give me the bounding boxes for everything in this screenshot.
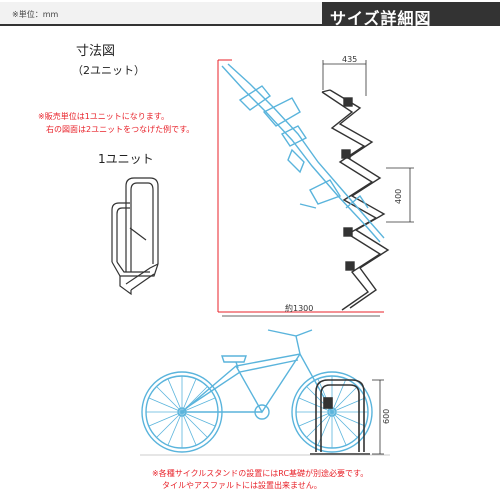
one-unit-label: 1ユニット xyxy=(98,152,154,166)
dimension-title: 寸法図 xyxy=(76,44,116,59)
installation-warning-line1: ※各種サイクルスタンドの設置にはRC基礎が別途必要です。 xyxy=(152,469,369,478)
dimension-frame xyxy=(217,59,384,313)
dimension-length-bottom: 約1300 xyxy=(285,304,314,313)
header-background xyxy=(0,2,500,26)
unit-label: ※単位：mm xyxy=(12,10,59,19)
installation-warning-line2: タイルやアスファルトには設置出来ません。 xyxy=(162,481,322,490)
sales-note-line2: 右の図面は2ユニットをつなげた例です。 xyxy=(46,125,195,134)
dimension-height-right: 400 xyxy=(394,188,403,204)
zigzag-rack-top-view xyxy=(321,89,390,311)
dimension-height-side: 600 xyxy=(382,408,391,424)
dimension-subtitle: （2ユニット） xyxy=(72,64,145,77)
page-title: サイズ詳細図 xyxy=(330,9,432,28)
installation-warning: ※各種サイクルスタンドの設置にはRC基礎が別途必要です。 タイルやアスファルトに… xyxy=(152,468,368,492)
dimension-width-top: 435 xyxy=(342,55,358,64)
sales-note: ※販売単位は1ユニットになります。 右の図面は2ユニットをつなげた例です。 xyxy=(38,110,194,136)
rack-side-view xyxy=(310,379,370,455)
dimension-lines xyxy=(222,60,414,455)
bicycle-top-view xyxy=(221,63,385,243)
sales-note-line1: ※販売単位は1ユニットになります。 xyxy=(38,112,169,121)
one-unit-rack-illustration xyxy=(111,177,159,296)
header-bar: ※単位：mm サイズ詳細図 xyxy=(0,0,500,30)
bicycle-side-view xyxy=(141,329,373,453)
